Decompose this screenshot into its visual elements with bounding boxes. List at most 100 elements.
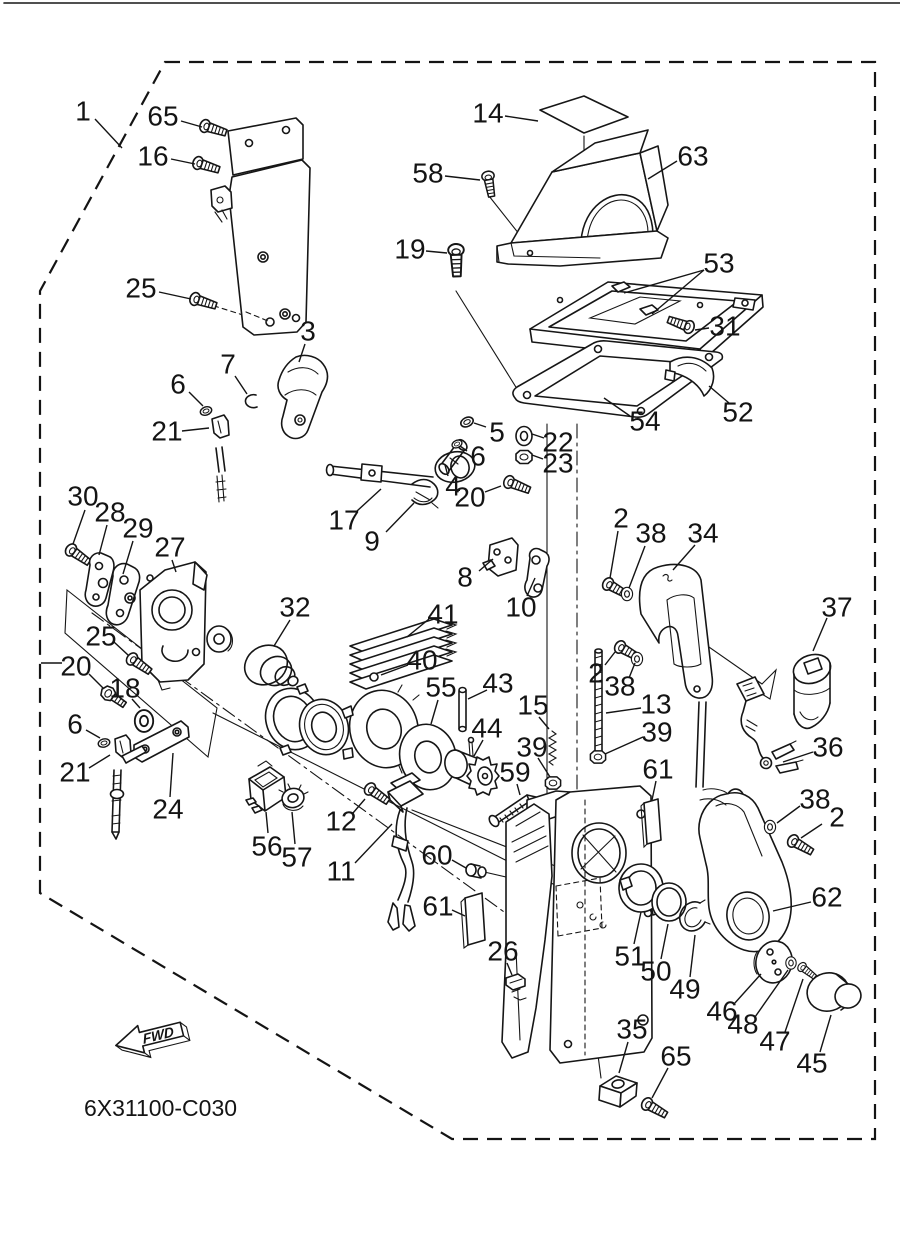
- leader-line-8: [478, 558, 494, 572]
- side-plate: [139, 561, 234, 691]
- callout-38: 38: [635, 518, 666, 549]
- leader-line-11: [354, 823, 393, 864]
- control-housing: [501, 785, 664, 1064]
- leader-line-51: [633, 911, 642, 945]
- callout-34: 34: [687, 518, 718, 549]
- callout-56: 56: [251, 831, 282, 862]
- leader-line-55: [430, 699, 439, 725]
- leader-line-62: [772, 901, 812, 912]
- seal-ring: [298, 698, 350, 756]
- control-cover: [496, 129, 669, 267]
- leader-line-45: [819, 1014, 832, 1053]
- callout-39: 39: [516, 732, 547, 763]
- leader-line-61: [651, 780, 657, 801]
- callout-31: 31: [709, 311, 740, 342]
- leader-line-6: [85, 729, 101, 739]
- leader-line-49: [689, 934, 696, 978]
- wire-clip: [505, 973, 527, 1001]
- callout-48: 48: [727, 1009, 758, 1040]
- leader-line-21: [181, 427, 210, 432]
- leader-line-6: [459, 445, 468, 452]
- leader-line-44: [473, 739, 484, 757]
- cable-clip: [211, 414, 230, 503]
- rubber-boot: [243, 644, 299, 687]
- leader-line-23: [531, 454, 544, 460]
- leader-line-26: [506, 962, 513, 976]
- leaf-spring-stack: [349, 618, 458, 690]
- callout-41: 41: [427, 599, 458, 630]
- callout-63: 63: [677, 141, 708, 172]
- friction-plate: [753, 940, 793, 984]
- callout-21: 21: [59, 757, 90, 788]
- callout-61: 61: [642, 754, 673, 785]
- callout-13: 13: [640, 689, 671, 720]
- leader-line-48: [754, 969, 789, 1018]
- leader-line-60: [451, 859, 467, 869]
- callout-26: 26: [487, 936, 518, 967]
- leader-line-24: [169, 752, 174, 798]
- housing-tray: [529, 281, 764, 362]
- callout-47: 47: [759, 1026, 790, 1057]
- fwd-label: FWD: [142, 1023, 175, 1047]
- callout-50: 50: [640, 956, 671, 987]
- leader-line-36: [782, 751, 814, 763]
- callout-52: 52: [722, 397, 753, 428]
- callout-51: 51: [614, 941, 645, 972]
- leader-line-25: [158, 291, 192, 300]
- leader-line-25: [113, 641, 129, 656]
- leader-line-9: [385, 502, 415, 533]
- leader-line-31: [694, 327, 710, 331]
- leader-line-58: [444, 175, 481, 181]
- leader-line-39: [604, 736, 644, 755]
- mounting-plate: [210, 117, 311, 336]
- leader-line-53: [651, 269, 705, 315]
- leader-line-29: [122, 540, 134, 575]
- callout-38: 38: [799, 784, 830, 815]
- leader-line-5: [473, 422, 487, 428]
- key-switch-cover: [792, 653, 832, 730]
- leader-line-22: [531, 433, 545, 439]
- joint-plate-b: [105, 562, 141, 626]
- leader-line-34: [672, 544, 696, 571]
- callout-14: 14: [472, 98, 503, 129]
- hanger-strap: [638, 563, 714, 699]
- callout-9: 9: [364, 526, 380, 557]
- callout-2: 2: [588, 658, 604, 689]
- callout-20: 20: [454, 482, 485, 513]
- diagram-code: 6X31100-C030: [84, 1095, 237, 1121]
- callout-1: 1: [75, 96, 91, 127]
- leader-line-27: [171, 559, 177, 573]
- leader-line-65: [651, 1067, 669, 1099]
- callout-4: 4: [445, 471, 461, 502]
- leader-line-57: [291, 811, 296, 845]
- leader-line-21: [88, 754, 111, 769]
- callout-57: 57: [281, 842, 312, 873]
- callout-7: 7: [220, 349, 236, 380]
- leader-line-3: [298, 343, 306, 363]
- lock-washer: [244, 393, 258, 409]
- callout-11: 11: [326, 856, 355, 887]
- dowel-pin: [458, 686, 467, 733]
- cable-bracket: [598, 1075, 638, 1108]
- fwd-direction-arrow: FWD: [115, 1021, 191, 1059]
- leader-line-20: [88, 673, 104, 689]
- callout-29: 29: [122, 513, 153, 544]
- leader-line-14: [504, 115, 539, 122]
- leader-line-47: [784, 978, 804, 1033]
- callout-15: 15: [517, 690, 548, 721]
- leader-line-1: [94, 118, 123, 149]
- callout-8: 8: [457, 562, 473, 593]
- o-ring-large: [651, 882, 687, 922]
- stop-switch: [245, 760, 287, 814]
- callout-37: 37: [821, 592, 852, 623]
- leader-line-41: [406, 618, 430, 638]
- callout-44: 44: [471, 713, 502, 744]
- snap-ring: [678, 899, 711, 932]
- leader-line-61: [451, 909, 466, 917]
- cushion-pad-left: [460, 892, 486, 950]
- callout-6: 6: [170, 369, 186, 400]
- leader-line-53: [623, 269, 705, 294]
- callout-17: 17: [328, 505, 359, 536]
- leader-line-50: [660, 923, 669, 960]
